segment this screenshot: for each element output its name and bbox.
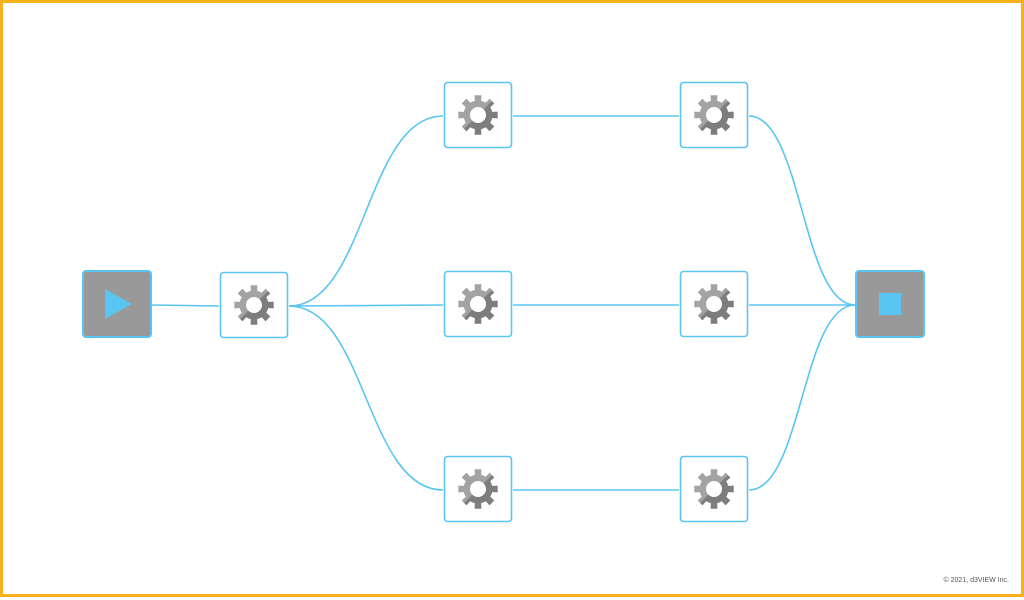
gear-icon — [458, 95, 498, 135]
edge-bot-2-to-end — [748, 304, 856, 491]
edge-split-to-bot-1 — [288, 305, 444, 491]
node-bot-2-box — [679, 455, 749, 523]
node-bot-2[interactable] — [679, 455, 749, 523]
gear-shape — [694, 95, 734, 135]
node-split-box — [219, 271, 289, 339]
node-top-2[interactable] — [679, 81, 749, 149]
node-start[interactable] — [82, 270, 152, 338]
node-mid-2-box — [679, 270, 749, 338]
node-mid-1[interactable] — [443, 270, 513, 338]
node-top-2-box — [679, 81, 749, 149]
gear-icon — [694, 95, 734, 135]
workflow-diagram — [82, 81, 925, 523]
node-mid-1-box — [443, 270, 513, 338]
stop-icon — [879, 293, 901, 315]
edges-layer — [151, 115, 856, 491]
gear-shape — [458, 284, 498, 324]
node-split[interactable] — [219, 271, 289, 339]
node-bot-1-box — [443, 455, 513, 523]
gear-shape — [234, 285, 274, 325]
gear-icon — [458, 469, 498, 509]
gear-icon — [694, 469, 734, 509]
copyright-text: © 2021, d3VIEW Inc. — [943, 577, 1009, 584]
node-bot-1[interactable] — [443, 455, 513, 523]
gear-shape — [458, 95, 498, 135]
node-top-1[interactable] — [443, 81, 513, 149]
edge-start-to-split — [151, 304, 220, 307]
nodes-layer — [82, 81, 925, 523]
edge-split-to-mid-1 — [288, 304, 444, 307]
node-end[interactable] — [855, 270, 925, 338]
node-mid-2[interactable] — [679, 270, 749, 338]
edge-top-2-to-end — [748, 115, 856, 306]
gear-shape — [458, 469, 498, 509]
gear-icon — [458, 284, 498, 324]
play-icon — [105, 289, 132, 319]
gear-icon — [234, 285, 274, 325]
edge-split-to-top-1 — [288, 115, 444, 307]
gear-shape — [694, 284, 734, 324]
gear-icon — [694, 284, 734, 324]
node-top-1-box — [443, 81, 513, 149]
gear-shape — [694, 469, 734, 509]
